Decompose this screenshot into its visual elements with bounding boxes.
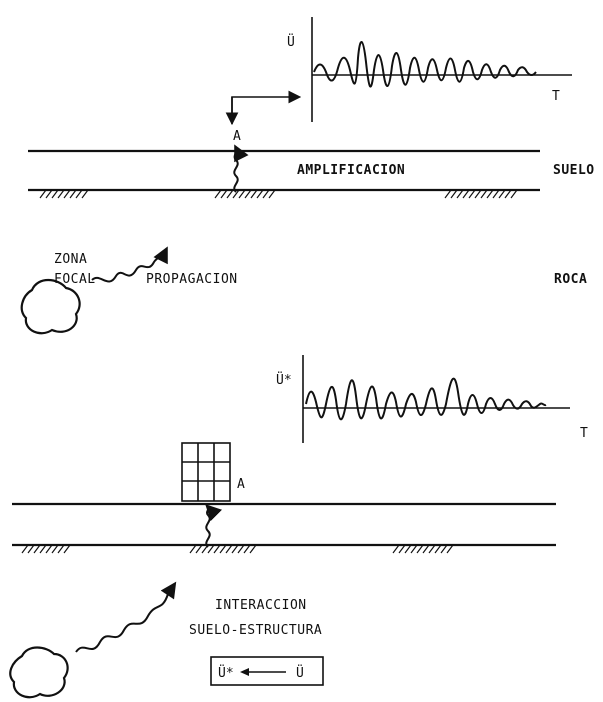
relation-box-left: Ü* <box>218 664 234 681</box>
top-suelo-label: SUELO <box>553 163 595 178</box>
relation-box-arrowhead <box>240 668 249 676</box>
focal-label: FOCAL <box>54 272 96 287</box>
bottom-propagation-wave <box>75 581 177 653</box>
building <box>181 442 231 502</box>
top-record-y-label: Ü <box>287 33 295 50</box>
building-frame <box>181 442 231 502</box>
suelo-estructura-label: SUELO-ESTRUCTURA <box>189 623 322 638</box>
bottom-soil-wave <box>205 504 223 548</box>
relation-box: Ü* Ü <box>210 656 324 686</box>
zona-label: ZONA <box>54 252 87 267</box>
roca-label: ROCA <box>554 272 587 287</box>
bottom-record-y-label: Ü* <box>276 371 292 388</box>
top-hatching <box>39 189 518 199</box>
focal-zone-blob <box>20 278 81 335</box>
top-point-a: A <box>233 129 241 144</box>
bottom-hatching <box>21 544 454 554</box>
top-record: Ü T <box>287 17 572 122</box>
relation-box-right: Ü <box>296 664 304 681</box>
bottom-point-a: A <box>237 477 245 492</box>
bottom-record-x-label: T <box>580 426 588 441</box>
relation-box-frame <box>210 656 324 686</box>
interaccion-label: INTERACCION <box>215 598 307 613</box>
bottom-record-waveform <box>305 377 547 421</box>
propagation-wave <box>91 246 168 283</box>
propagacion-label: PROPAGACION <box>146 272 238 287</box>
bottom-focal-blob <box>9 646 69 699</box>
top-record-x-label: T <box>552 89 560 104</box>
bottom-record: Ü* T <box>276 355 588 443</box>
top-link-line <box>231 96 268 124</box>
top-amplification-label: AMPLIFICACION <box>297 163 405 178</box>
top-soil-wave <box>233 144 249 193</box>
top-record-waveform <box>313 41 537 88</box>
